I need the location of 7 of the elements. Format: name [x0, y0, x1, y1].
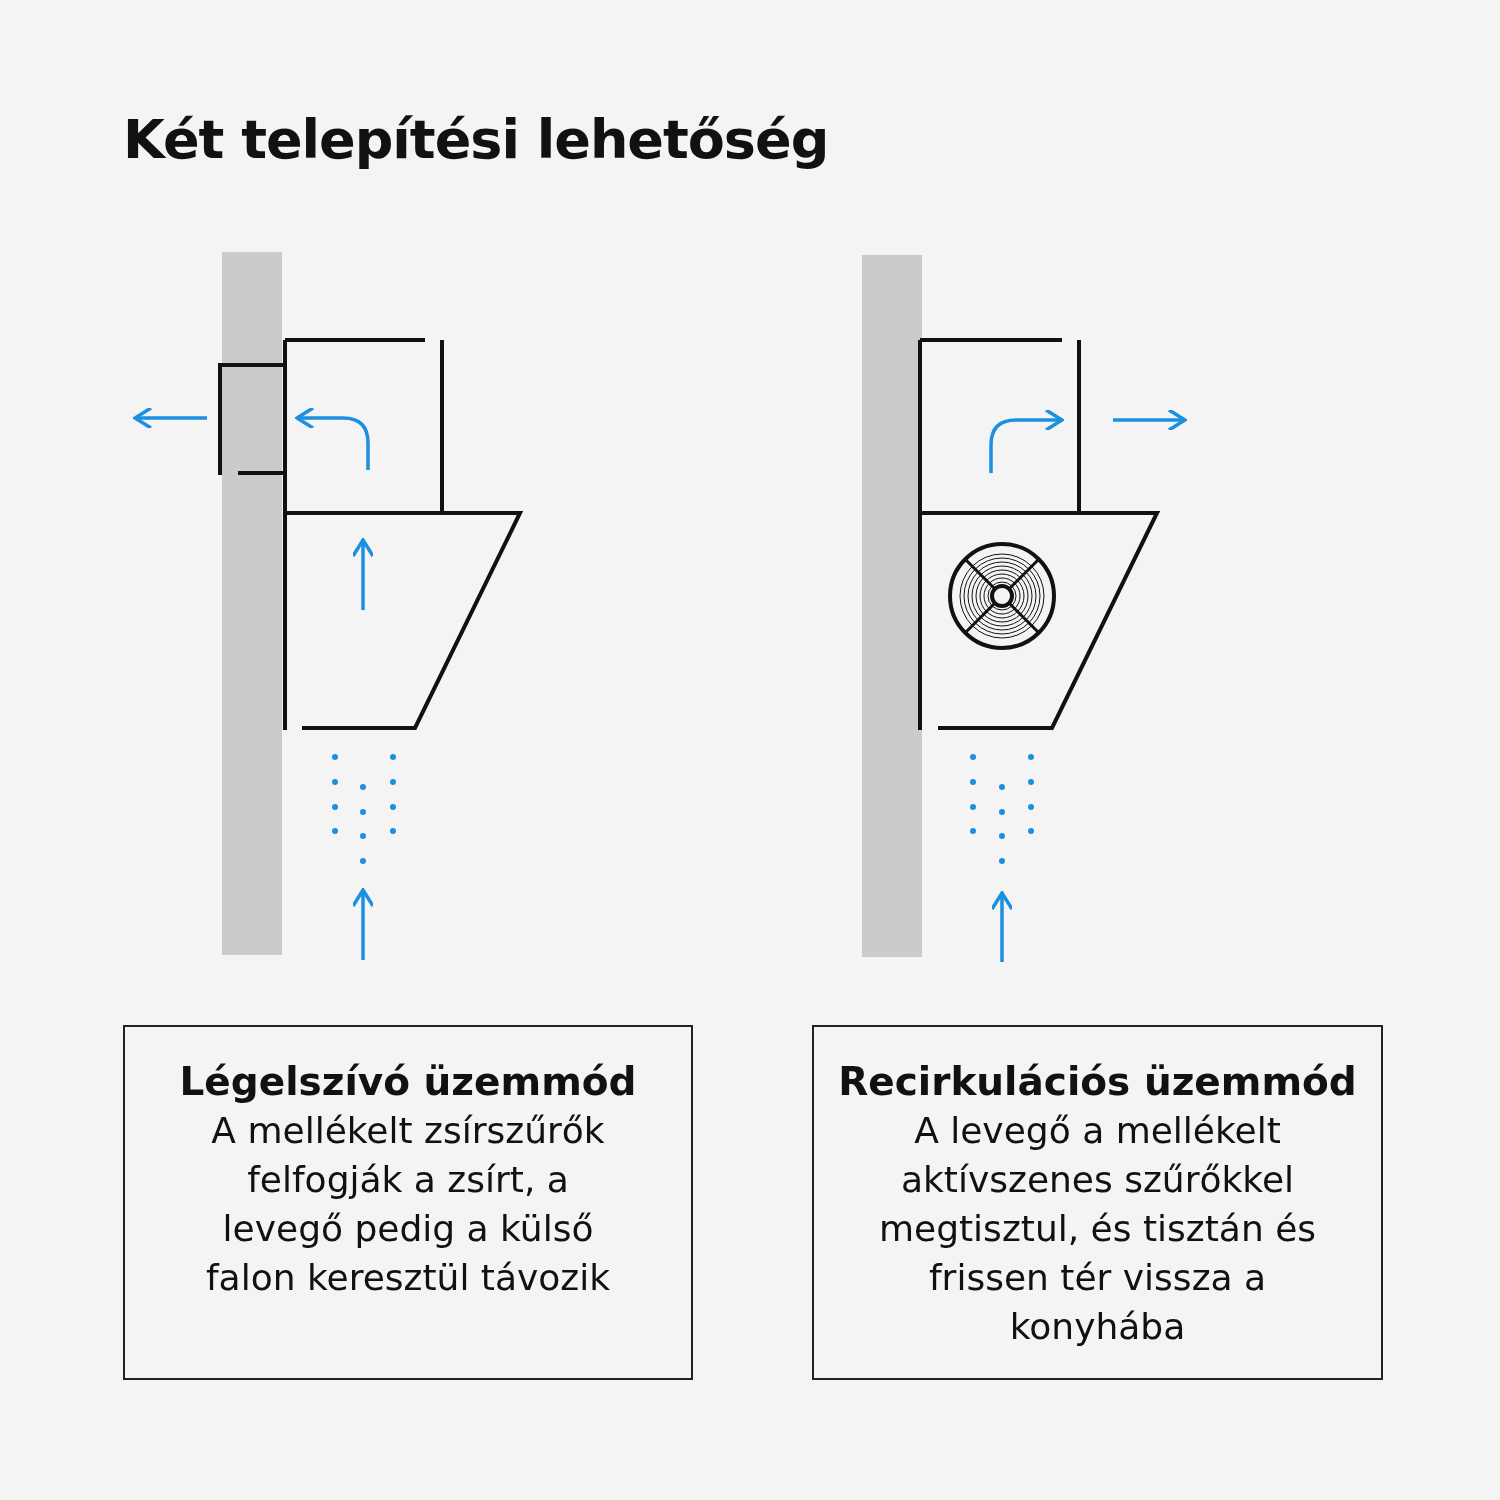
text-box: [812, 1025, 1383, 1380]
text-box: [123, 1025, 693, 1380]
mode-heading: Recirkulációs üzemmód: [838, 1058, 1357, 1106]
mode-description: A levegő a mellékelt aktívszenes szűrőkkel megtisztul, és tisztán és frissen tér vissza a konyhába: [877, 1109, 1318, 1349]
mode-description: A mellékelt zsírszűrők felfogják a zsírt, a levegő pedig a külső falon keresztül távozik: [204, 1109, 612, 1300]
mode-heading: Légelszívó üzemmód: [178, 1058, 638, 1106]
title: Két telepítési lehetőség: [123, 108, 829, 171]
